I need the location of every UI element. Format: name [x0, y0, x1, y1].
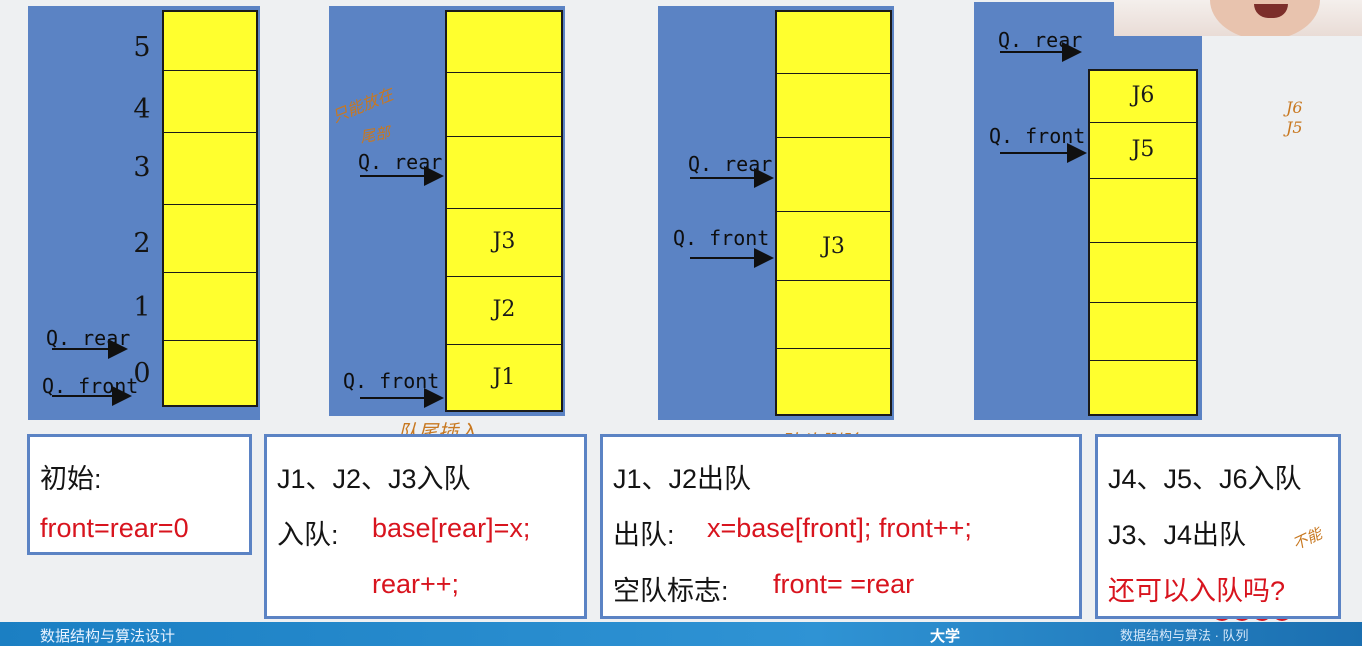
- queue-cell: [777, 73, 890, 138]
- queue-cell: J1: [447, 344, 561, 413]
- queue-cell: [1090, 178, 1196, 243]
- caption-title: J4、J5、J6入队: [1108, 464, 1302, 494]
- queue-cell: [164, 70, 256, 133]
- caption-question: 还可以入队吗?: [1108, 576, 1286, 606]
- cell-label: J3: [822, 234, 845, 259]
- queue-cell: [447, 72, 561, 137]
- caption-subtitle: J3、J4出队: [1108, 520, 1247, 550]
- caption-dequeue: J1、J2出队 出队: x=base[front]; front++; 空队标志…: [600, 434, 1082, 619]
- university-logo: 大学: [930, 628, 961, 645]
- front-pointer-label: Q. front: [673, 226, 770, 250]
- caption-prefix: 空队标志:: [613, 576, 729, 606]
- queue-cell: J3: [777, 211, 890, 281]
- queue-array-initial: [162, 10, 258, 407]
- queue-cell: [164, 132, 256, 205]
- index-label: 0: [133, 358, 151, 389]
- cell-label: J1: [492, 365, 516, 390]
- queue-cell: J3: [447, 208, 561, 277]
- caption-code: front= =rear: [773, 569, 915, 599]
- caption-title: J1、J2出队: [613, 464, 752, 494]
- front-pointer-label: Q. front: [343, 369, 440, 393]
- queue-cell: [1090, 360, 1196, 417]
- index-label: 5: [133, 32, 151, 63]
- queue-cell: [777, 348, 890, 417]
- caption-enqueue: J1、J2、J3入队 入队: base[rear]=x; rear++;: [264, 434, 587, 619]
- queue-cell: [777, 137, 890, 212]
- queue-cell: [1090, 302, 1196, 361]
- caption-code: rear++;: [372, 569, 460, 599]
- queue-cell: [164, 340, 256, 408]
- caption-title: 初始:: [40, 464, 102, 494]
- caption-code: base[rear]=x;: [372, 513, 531, 543]
- cell-label: J2: [492, 297, 516, 322]
- queue-cell: [1090, 242, 1196, 303]
- caption-prefix: 入队:: [277, 520, 339, 550]
- cell-label: J5: [1131, 137, 1155, 162]
- footer-subtitle: 数据结构与算法 · 队列: [1120, 628, 1249, 643]
- queue-array-dequeue: J3: [775, 10, 892, 416]
- index-label: 1: [133, 292, 151, 323]
- caption-code: x=base[front]; front++;: [707, 513, 972, 543]
- caption-title: J1、J2、J3入队: [277, 464, 471, 494]
- index-label: 2: [133, 228, 151, 259]
- index-label: 4: [133, 94, 151, 125]
- caption-circular-question: J4、J5、J6入队 J3、J4出队 还可以入队吗?: [1095, 434, 1341, 619]
- footer-bar: 数据结构与算法设计 大学 数据结构与算法 · 队列: [0, 622, 1362, 646]
- queue-cell: J6: [1090, 71, 1196, 122]
- footer-title: 数据结构与算法设计: [40, 628, 176, 645]
- handwritten-note: J6: [1286, 98, 1303, 117]
- webcam-overlay: [1114, 0, 1362, 36]
- queue-array-enqueue: J3 J2 J1: [445, 10, 563, 412]
- queue-cell: [164, 204, 256, 273]
- index-label: 3: [133, 152, 151, 183]
- queue-cell: [777, 280, 890, 349]
- cell-label: J3: [492, 229, 516, 254]
- queue-cell: J5: [1090, 122, 1196, 179]
- caption-prefix: 出队:: [613, 520, 675, 550]
- queue-cell: J2: [447, 276, 561, 345]
- cell-label: J6: [1131, 83, 1155, 108]
- presenter-mouth: [1254, 4, 1288, 18]
- caption-initial: 初始: front=rear=0: [27, 434, 252, 555]
- queue-cell: [447, 136, 561, 209]
- queue-cell: [164, 272, 256, 341]
- queue-array-full: J6 J5: [1088, 69, 1198, 416]
- caption-code: front=rear=0: [40, 513, 189, 543]
- handwritten-note: J5: [1286, 118, 1303, 137]
